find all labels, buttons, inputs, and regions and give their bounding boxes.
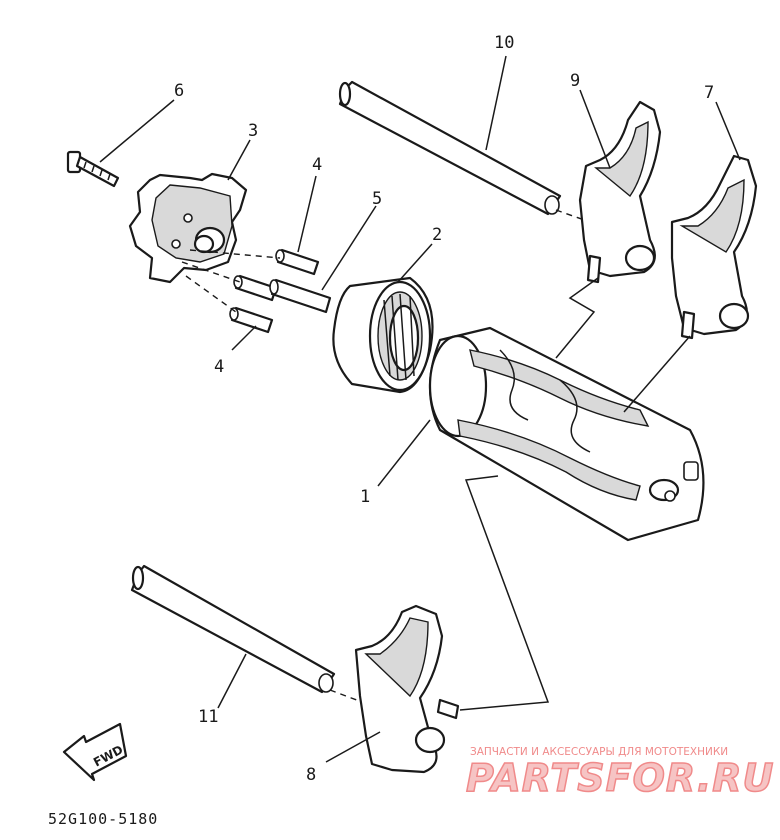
callout-3: 3: [248, 121, 258, 141]
part-2-bearing: [332, 276, 434, 394]
diagram-code: 52G100-5180: [48, 810, 158, 828]
fwd-arrow-icon: FWD: [62, 722, 128, 782]
leader-2: [397, 243, 433, 283]
leader-11: [217, 653, 247, 709]
part-7-shift-fork: [670, 154, 758, 340]
part-11-fork-shaft: [130, 564, 336, 694]
callout-10: 10: [494, 33, 514, 53]
leader-6: [99, 99, 175, 163]
callout-11: 11: [198, 707, 218, 727]
part-10-fork-shaft: [338, 80, 562, 216]
link-drum-fork-7: [623, 335, 691, 413]
leader-3: [227, 139, 251, 181]
callout-5: 5: [372, 189, 382, 209]
watermark-logo: PARTSFOR.RU: [465, 755, 775, 801]
leader-4b: [231, 325, 257, 351]
assembly-line-shaft-11: [329, 689, 363, 703]
callout-8: 8: [306, 765, 316, 785]
part-9-shift-fork: [578, 100, 662, 284]
part-4-pin-lower: [229, 306, 274, 334]
leader-4a: [297, 175, 317, 253]
leader-8: [325, 731, 381, 763]
callout-6: 6: [174, 81, 184, 101]
callout-9: 9: [570, 71, 580, 91]
leader-1: [377, 419, 431, 487]
part-5-pin-long: [269, 278, 332, 314]
link-drum-fork-9: [555, 277, 599, 359]
leader-9: [579, 89, 611, 169]
callout-4-lower: 4: [214, 357, 224, 377]
leader-10: [485, 55, 507, 151]
callout-4-upper: 4: [312, 155, 322, 175]
part-4-pin-middle: [233, 274, 278, 302]
part-4-pin-upper: [275, 248, 320, 276]
part-8-shift-fork: [354, 604, 460, 774]
part-1-shift-drum: [428, 326, 705, 542]
part-6-screw: [66, 150, 120, 188]
watermark-tagline: ЗАПЧАСТИ И АКСЕССУАРЫ ДЛЯ МОТОТЕХНИКИ: [470, 746, 729, 758]
callout-7: 7: [704, 83, 714, 103]
callout-1: 1: [360, 487, 370, 507]
leader-7: [715, 101, 741, 161]
link-drum-fork-8: [459, 475, 550, 711]
leader-5: [321, 205, 377, 291]
callout-2: 2: [432, 225, 442, 245]
assembly-line-pins: [181, 249, 281, 313]
part-3-segment-plate: [128, 172, 248, 284]
